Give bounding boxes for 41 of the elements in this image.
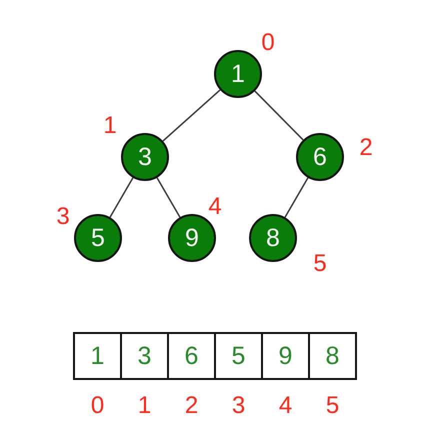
heap-node-circle xyxy=(249,214,297,262)
index-label: 4 xyxy=(208,195,222,219)
index-label: 1 xyxy=(138,394,152,418)
array-value: 6 xyxy=(184,344,198,368)
index-label: 3 xyxy=(232,394,246,418)
heap-node-circle xyxy=(168,214,216,262)
heap-node-circle xyxy=(74,214,122,262)
index-label: 0 xyxy=(261,31,275,55)
node-value: 9 xyxy=(185,226,199,250)
node-value: 5 xyxy=(91,226,105,250)
node-value: 8 xyxy=(266,226,280,250)
index-label: 1 xyxy=(103,114,117,138)
array-value: 5 xyxy=(232,344,246,368)
heap-node-circle xyxy=(214,50,262,98)
array-cell xyxy=(261,332,310,380)
tree-edge xyxy=(162,89,221,142)
node-value: 3 xyxy=(138,144,152,170)
array-value: 1 xyxy=(90,344,104,368)
index-label: 5 xyxy=(313,252,327,276)
index-label: 2 xyxy=(359,136,373,160)
node-value: 6 xyxy=(313,144,327,170)
tree-edge xyxy=(284,177,309,218)
array-cell xyxy=(73,332,122,380)
index-label: 0 xyxy=(90,394,104,418)
node-value: 1 xyxy=(231,62,245,86)
array-cell xyxy=(167,332,216,380)
array-value: 8 xyxy=(326,344,340,368)
array-value: 9 xyxy=(278,344,292,368)
array-cell xyxy=(308,332,357,380)
heap-node-circle xyxy=(121,133,169,181)
tree-edge xyxy=(156,177,181,218)
index-label: 3 xyxy=(56,205,70,229)
index-label: 2 xyxy=(184,394,198,418)
array-cell xyxy=(214,332,263,380)
array-cell xyxy=(120,332,169,380)
heap-node-circle xyxy=(296,133,344,181)
index-label: 5 xyxy=(326,394,340,418)
index-label: 4 xyxy=(278,394,292,418)
tree-edge xyxy=(109,177,134,218)
array-value: 3 xyxy=(138,344,152,368)
tree-edge xyxy=(254,90,304,140)
